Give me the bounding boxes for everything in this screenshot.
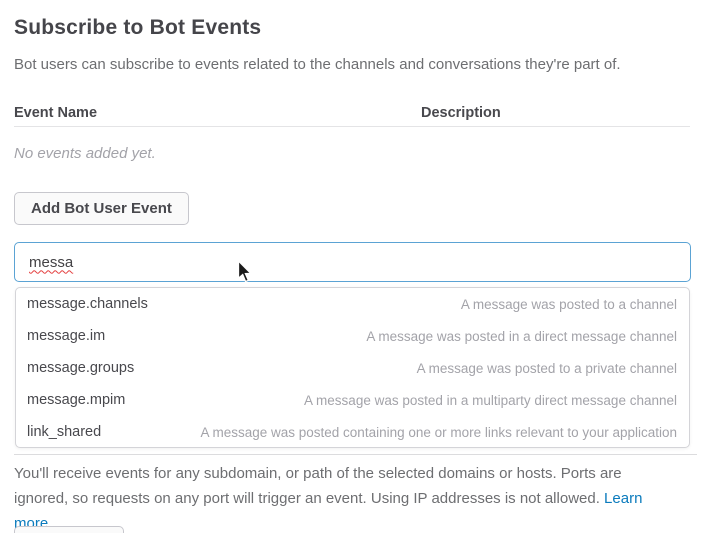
page-title: Subscribe to Bot Events	[14, 16, 262, 39]
page-subtitle: Bot users can subscribe to events relate…	[14, 56, 621, 73]
empty-events-message: No events added yet.	[14, 145, 156, 162]
suggestion-message-groups[interactable]: message.groups A message was posted to a…	[16, 352, 689, 384]
suggestion-name: message.channels	[27, 296, 148, 312]
subdomain-events-note: You'll receive events for any subdomain,…	[14, 461, 676, 533]
section-divider	[14, 454, 697, 455]
suggestion-description: A message was posted in a direct message…	[366, 328, 677, 344]
suggestion-description: A message was posted in a multiparty dir…	[304, 392, 677, 408]
suggestion-name: message.im	[27, 328, 106, 344]
table-header-divider	[14, 126, 690, 127]
suggestion-name: message.groups	[27, 360, 135, 376]
suggestion-description: A message was posted to a private channe…	[416, 360, 677, 376]
suggestion-description: A message was posted to a channel	[460, 296, 677, 312]
suggestion-name: message.mpim	[27, 392, 126, 408]
event-suggestions-dropdown: message.channels A message was posted to…	[15, 287, 690, 448]
add-bot-user-event-button[interactable]: Add Bot User Event	[14, 192, 189, 225]
suggestion-description: A message was posted containing one or m…	[200, 424, 677, 440]
event-search-input[interactable]: messa	[14, 242, 691, 282]
subdomain-events-note-text: You'll receive events for any subdomain,…	[14, 465, 622, 507]
suggestion-message-mpim[interactable]: message.mpim A message was posted in a m…	[16, 384, 689, 416]
bottom-partial-button[interactable]	[14, 526, 124, 533]
event-search-input-value: messa	[29, 253, 74, 271]
suggestion-message-im[interactable]: message.im A message was posted in a dir…	[16, 320, 689, 352]
column-header-event-name: Event Name	[14, 105, 98, 121]
suggestion-link-shared[interactable]: link_shared A message was posted contain…	[16, 416, 689, 447]
suggestion-name: link_shared	[27, 424, 102, 440]
column-header-description: Description	[421, 105, 501, 121]
suggestion-message-channels[interactable]: message.channels A message was posted to…	[16, 288, 689, 320]
